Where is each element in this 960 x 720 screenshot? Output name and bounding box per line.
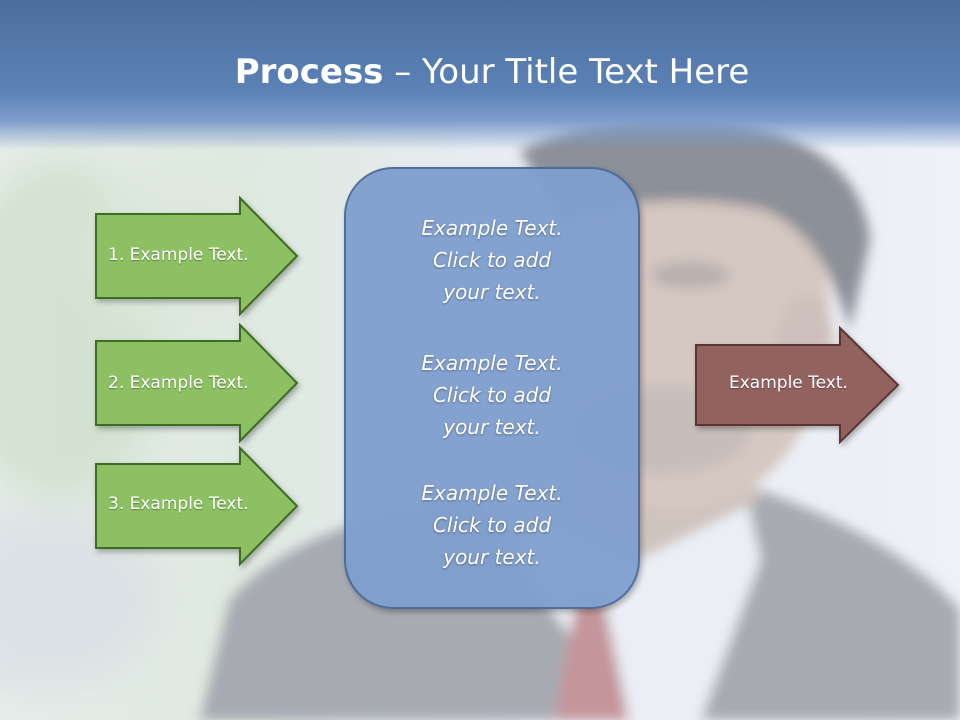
left-arrow-1[interactable] [95,195,299,317]
center-text-line: Click to add [432,248,552,272]
left-arrow-2-label: 2. Example Text. [108,373,249,393]
right-arrow[interactable] [695,325,900,445]
center-text-line: Example Text. [421,481,563,505]
center-text-line: your text. [443,415,541,439]
left-arrow-2[interactable] [95,322,299,444]
slide-title[interactable]: Process – Your Title Text Here [0,52,960,92]
right-arrow-label: Example Text. [729,373,848,393]
left-arrow-3[interactable] [95,445,299,567]
center-text-block-3[interactable]: Example Text. Click to add your text. [345,477,639,573]
title-band [0,0,960,150]
title-rest: – Your Title Text Here [383,52,750,92]
center-text-line: Click to add [432,513,552,537]
center-text-line: your text. [443,280,541,304]
center-text-block-1[interactable]: Example Text. Click to add your text. [345,212,639,308]
left-arrow-1-label: 1. Example Text. [108,245,249,265]
center-text-line: Example Text. [421,216,563,240]
title-bold: Process [234,52,384,92]
center-text-block-2[interactable]: Example Text. Click to add your text. [345,347,639,443]
center-text-line: Click to add [432,383,552,407]
center-text-line: Example Text. [421,351,563,375]
center-text-line: your text. [443,545,541,569]
center-box[interactable] [344,167,640,609]
left-arrow-3-label: 3. Example Text. [108,494,249,514]
